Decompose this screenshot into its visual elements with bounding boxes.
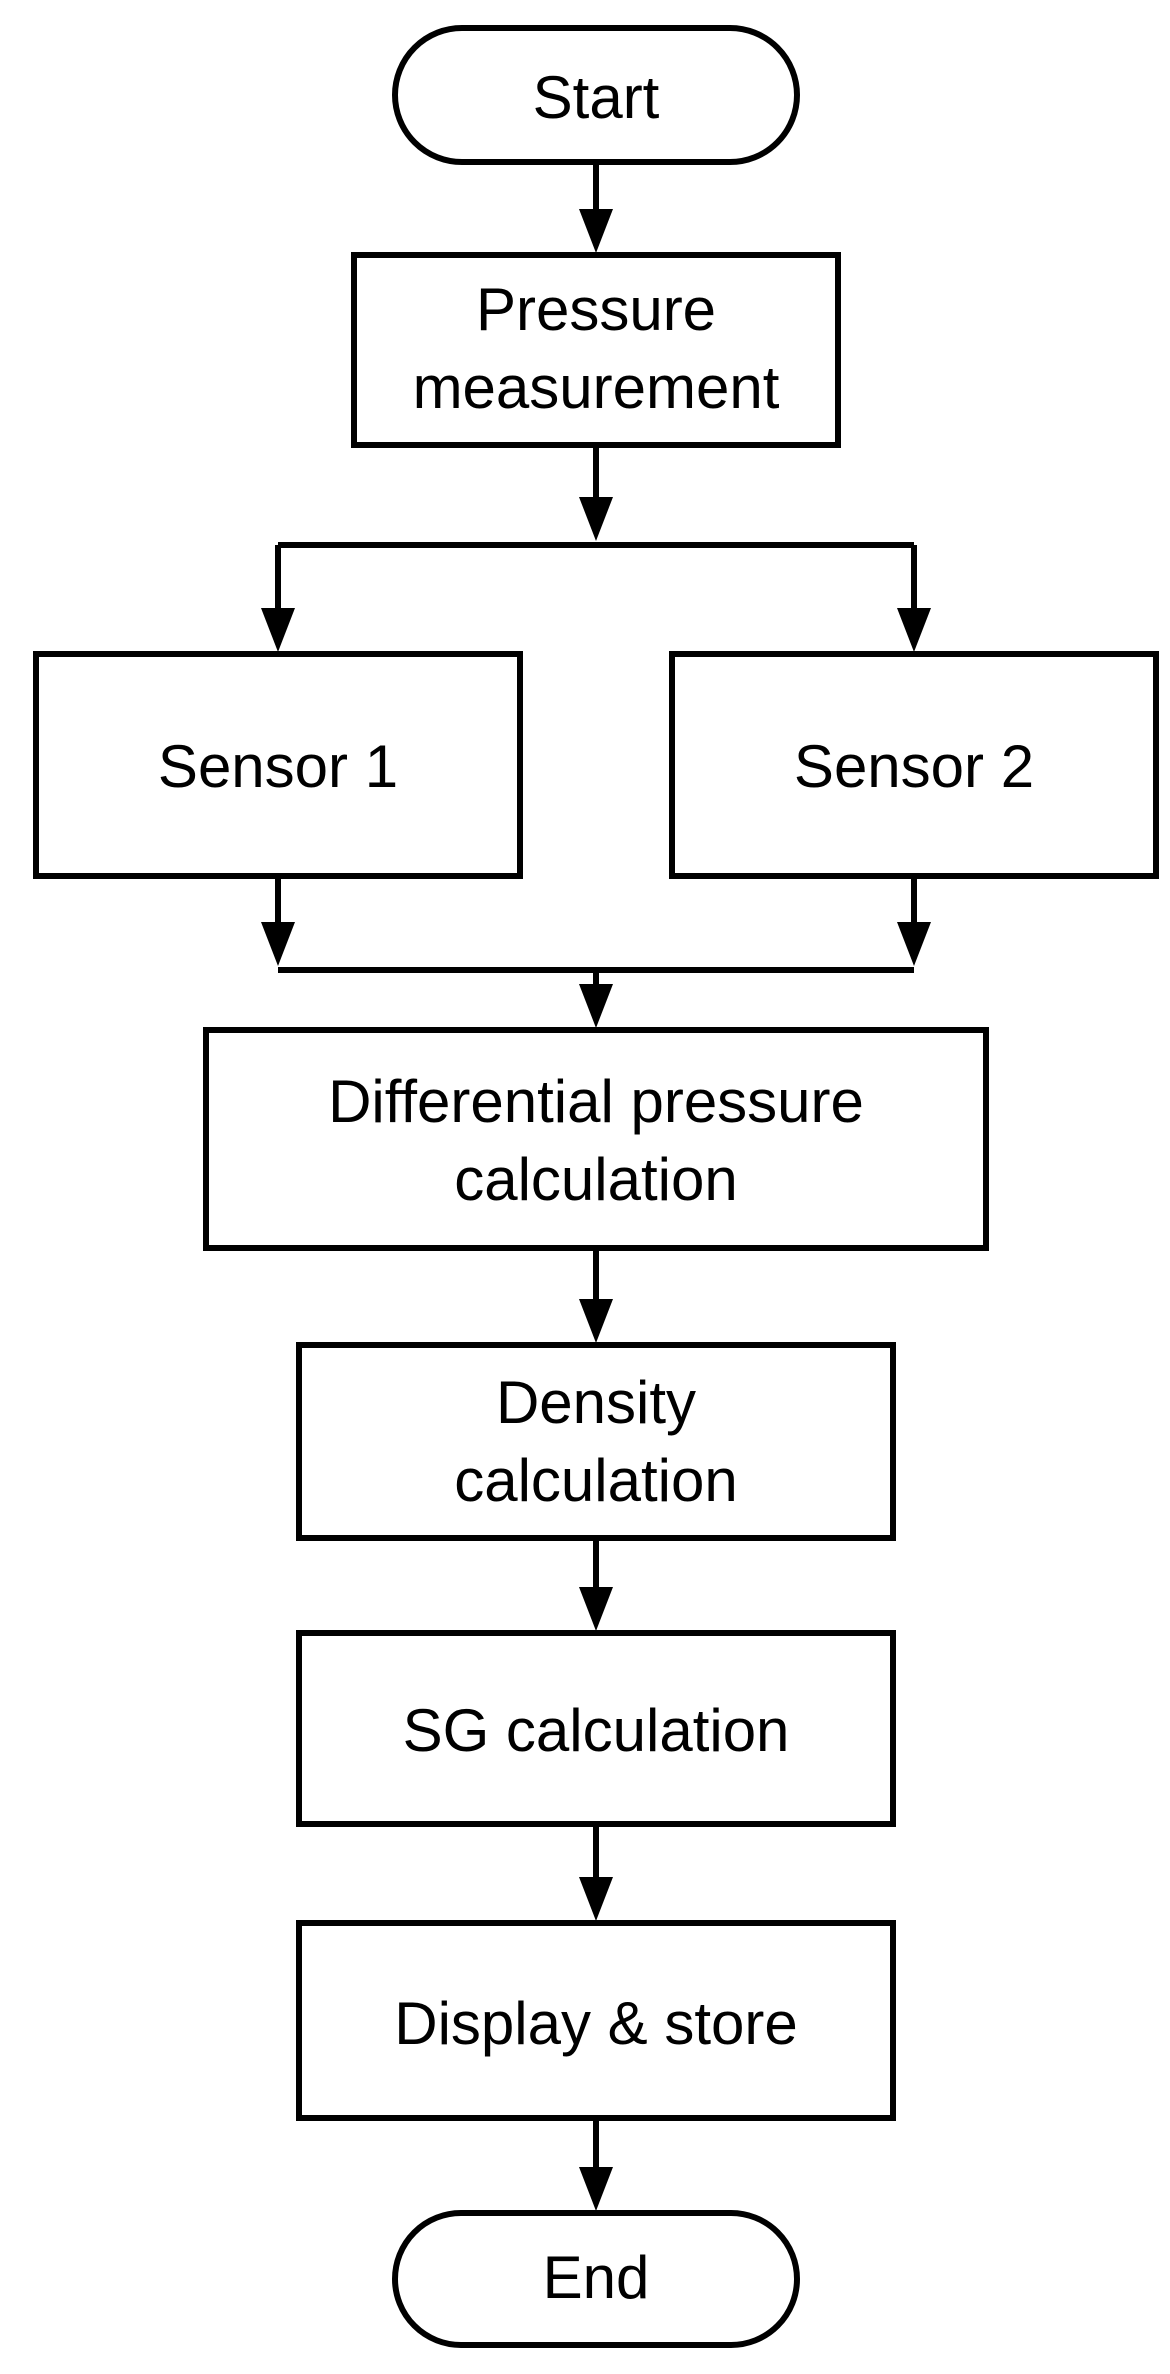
arrowhead-down-icon — [897, 922, 931, 966]
arrowhead-down-icon — [579, 1587, 613, 1631]
node-sensor-2: Sensor 2 — [669, 651, 1159, 879]
process-shape — [203, 1027, 989, 1251]
node-label-line1: Density — [496, 1369, 696, 1436]
edge-branch-sensor1 — [261, 545, 295, 652]
arrowhead-down-icon — [579, 1877, 613, 1921]
node-differential-pressure-calculation: Differential pressure calculation — [203, 1027, 989, 1251]
node-sensor-1: Sensor 1 — [33, 651, 523, 879]
node-label-line1: Differential pressure — [328, 1068, 864, 1135]
edge-display-end — [579, 2118, 613, 2211]
edge-sensor1-merge — [261, 876, 295, 966]
edge-start-pressure — [579, 162, 613, 253]
arrowhead-down-icon — [579, 2167, 613, 2211]
process-shape — [33, 651, 523, 879]
node-label: Display & store — [394, 1990, 797, 2057]
arrowhead-down-icon — [579, 1299, 613, 1343]
node-display-and-store: Display & store — [296, 1920, 896, 2121]
node-label-line2: measurement — [413, 354, 780, 421]
process-shape — [296, 1342, 896, 1541]
node-label: Start — [533, 64, 660, 131]
node-label: End — [543, 2244, 650, 2311]
node-pressure-measurement: Pressure measurement — [351, 252, 841, 448]
process-shape — [351, 252, 841, 448]
arrowhead-down-icon — [579, 497, 613, 541]
process-shape — [296, 1920, 896, 2121]
terminator-shape — [392, 2210, 800, 2348]
arrowhead-down-icon — [579, 209, 613, 253]
node-sg-calculation: SG calculation — [296, 1630, 896, 1827]
edge-branch-sensor2 — [897, 545, 931, 652]
node-start: Start — [392, 25, 800, 165]
process-shape — [296, 1630, 896, 1827]
node-density-calculation: Density calculation — [296, 1342, 896, 1541]
arrowhead-down-icon — [261, 608, 295, 652]
edge-sensor2-merge — [897, 876, 931, 966]
arrowhead-down-icon — [261, 922, 295, 966]
node-label-line2: calculation — [454, 1146, 738, 1213]
node-end: End — [392, 2210, 800, 2348]
edge-sg-display — [579, 1824, 613, 1921]
node-label: SG calculation — [403, 1697, 790, 1764]
edge-density-sg — [579, 1538, 613, 1631]
edge-merge-diffcalc — [579, 970, 613, 1028]
edge-diffcalc-density — [579, 1248, 613, 1343]
edge-pressure-branch — [579, 445, 613, 541]
node-label-line2: calculation — [454, 1447, 738, 1514]
arrowhead-down-icon — [579, 984, 613, 1028]
process-shape — [669, 651, 1159, 879]
node-label: Sensor 1 — [158, 733, 398, 800]
terminator-shape — [392, 25, 800, 165]
node-label-line1: Pressure — [476, 276, 716, 343]
node-label: Sensor 2 — [794, 733, 1034, 800]
arrowhead-down-icon — [897, 608, 931, 652]
